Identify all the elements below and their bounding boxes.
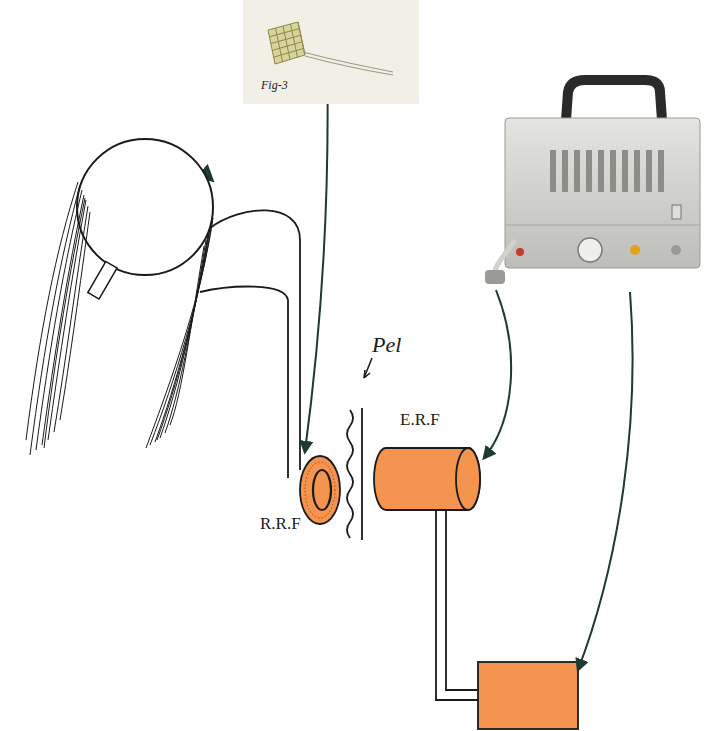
implant-cable	[200, 287, 288, 478]
pointer-arrow	[578, 292, 633, 670]
stimulator-box	[478, 662, 578, 729]
implant-cable	[210, 210, 300, 470]
eye-muscles-left	[26, 182, 90, 455]
pointer-arrow	[484, 290, 511, 458]
external-cable	[446, 505, 478, 690]
external-coil: E.R.F	[368, 410, 484, 514]
pointer-arrow	[305, 104, 328, 452]
eye-muscles-right	[146, 218, 213, 448]
part-label: Pel	[372, 332, 401, 358]
stimulator-device-photo	[485, 80, 700, 284]
external-cable	[436, 505, 478, 700]
skin-line	[347, 410, 353, 538]
node-label: E.R.F	[400, 410, 440, 430]
node-label: Fig-3	[261, 78, 288, 93]
skin-line	[361, 408, 363, 540]
pel-pointer	[364, 358, 372, 378]
receiver-coil: R.R.F	[258, 452, 346, 540]
eye-globe	[77, 139, 213, 275]
figure-photo: Fig-3	[243, 0, 419, 104]
pel-pointer	[364, 370, 370, 378]
optic-nerve	[88, 261, 117, 299]
node-label: R.R.F	[260, 514, 301, 534]
